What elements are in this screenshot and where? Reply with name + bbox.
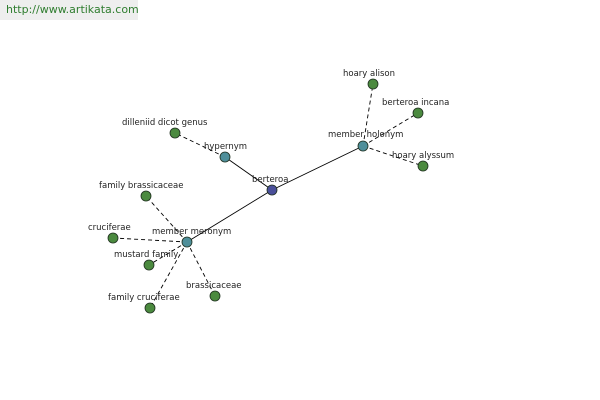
- node-family-brassicaceae[interactable]: [140, 190, 152, 202]
- label-family-brassicaceae: family brassicaceae: [99, 181, 183, 191]
- edge-meronym-brassicaceae: [186, 241, 216, 297]
- label-hoary-alyssum: hoary alyssum: [392, 151, 454, 161]
- label-family-cruciferae: family cruciferae: [108, 293, 180, 303]
- label-hypernym: hypernym: [204, 142, 247, 152]
- edge-holonym-berteroa-incana: [362, 112, 419, 147]
- label-member-holonym: member holonym: [328, 130, 403, 140]
- edge-meronym-mustard-family: [148, 241, 188, 266]
- label-cruciferae: cruciferae: [88, 223, 131, 233]
- edge-meronym-family-cruciferae: [149, 241, 188, 309]
- graph-nodes: [107, 78, 429, 314]
- edge-berteroa-hypernym: [224, 156, 273, 191]
- node-hoary-alyssum[interactable]: [417, 160, 429, 172]
- edge-berteroa-member-meronym: [186, 189, 273, 243]
- node-member-meronym[interactable]: [181, 236, 193, 248]
- node-member-holonym[interactable]: [357, 140, 369, 152]
- watermark-url: http://www.artikata.com: [0, 0, 139, 20]
- label-hoary-alison: hoary alison: [343, 69, 395, 79]
- edge-holonym-hoary-alison: [362, 83, 374, 147]
- node-berteroa[interactable]: [266, 184, 278, 196]
- label-berteroa-incana: berteroa incana: [382, 98, 449, 108]
- node-brassicaceae[interactable]: [209, 290, 221, 302]
- node-hypernym[interactable]: [219, 151, 231, 163]
- edge-meronym-cruciferae: [112, 237, 188, 243]
- node-berteroa-incana[interactable]: [412, 107, 424, 119]
- edge-hypernym-dilleniid-dicot-genus: [174, 132, 226, 158]
- node-cruciferae[interactable]: [107, 232, 119, 244]
- label-member-meronym: member meronym: [152, 227, 231, 237]
- graph-labels: berteroa hypernym member holonym member …: [88, 69, 454, 303]
- node-mustard-family[interactable]: [143, 259, 155, 271]
- edge-meronym-family-brassicaceae: [145, 195, 188, 243]
- label-brassicaceae: brassicaceae: [186, 281, 242, 291]
- label-dilleniid-dicot-genus: dilleniid dicot genus: [122, 118, 208, 128]
- node-family-cruciferae[interactable]: [144, 302, 156, 314]
- node-dilleniid-dicot-genus[interactable]: [169, 127, 181, 139]
- label-mustard-family: mustard family: [114, 250, 178, 260]
- edge-holonym-hoary-alyssum: [362, 145, 424, 167]
- graph-edges: [112, 83, 424, 309]
- edge-berteroa-member-holonym: [271, 145, 364, 191]
- node-hoary-alison[interactable]: [367, 78, 379, 90]
- label-berteroa: berteroa: [252, 175, 288, 185]
